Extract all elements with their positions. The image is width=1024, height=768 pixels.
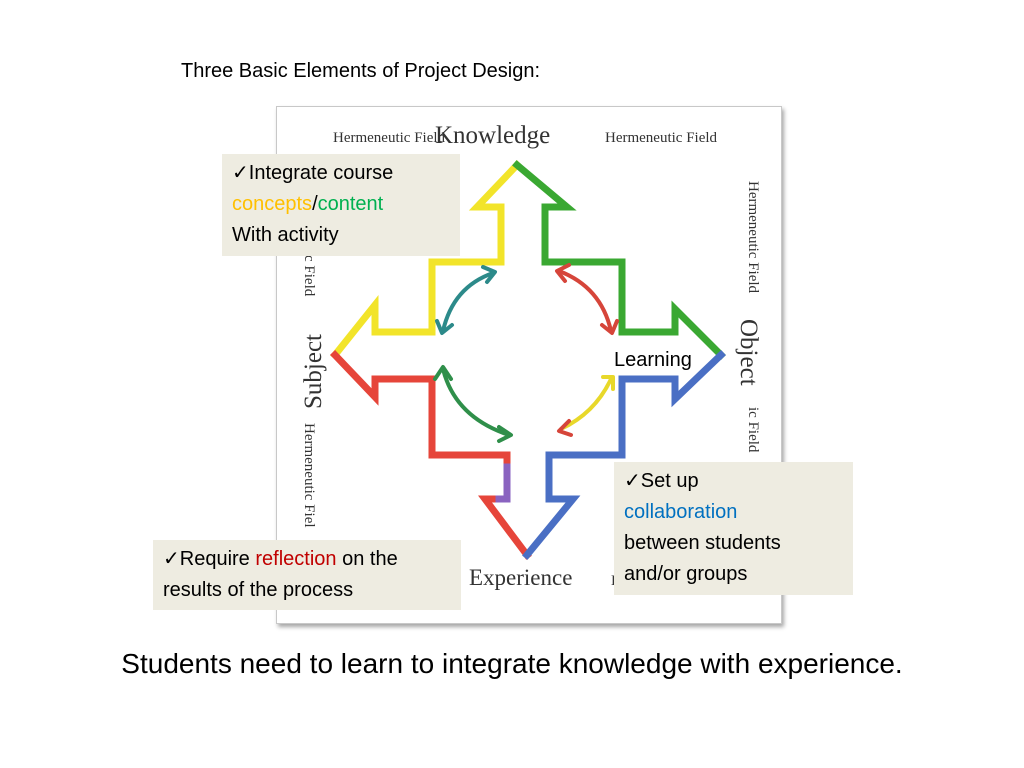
arrow-segment-yellow (330, 160, 522, 360)
arrowhead-green-1 (433, 365, 453, 381)
cross-arrow-diagram: Hermeneutic Field Knowledge Hermeneutic … (300, 122, 762, 590)
arrow-segment-green (512, 160, 726, 360)
field-label-left-lower: Hermeneutic Fiel (301, 423, 317, 528)
arrowhead-teal-1 (481, 265, 497, 284)
object-label: Object (735, 319, 762, 386)
field-label-left-upper: c Field (301, 255, 317, 297)
field-label-right-upper: Hermeneutic Field (745, 181, 761, 294)
collaboration-word: collaboration (624, 501, 738, 523)
subject-label: Subject (300, 334, 327, 409)
arrow-segment-blue (522, 350, 726, 560)
callout-integrate-line1: ✓Integrate course (232, 158, 450, 189)
check-icon: ✓ (232, 162, 249, 184)
check-icon: ✓ (163, 548, 180, 570)
callout-reflect-pre: Require (179, 548, 256, 570)
experience-label: Experience (469, 565, 572, 590)
arrow-segment-purple (495, 463, 511, 503)
bottom-caption: Students need to learn to integrate know… (121, 648, 903, 679)
callout-collab-line3: between students (624, 532, 781, 554)
curve-arrow-red (557, 269, 613, 333)
callout-reflect-line2: results of the process (163, 579, 354, 601)
callout-reflection: ✓Require reflection on the results of th… (153, 540, 461, 610)
learning-label: Learning (614, 349, 692, 371)
slash: / (312, 193, 318, 215)
arrowhead-red-1 (555, 263, 571, 283)
arrow-segment-red (330, 350, 532, 560)
field-label-right-lower: ic Field (745, 407, 761, 453)
callout-reflect-line1: ✓Require reflection on the (163, 544, 451, 575)
knowledge-label: Knowledge (435, 122, 550, 149)
curve-arrow-yellow (559, 377, 613, 431)
callout-integrate-line2: concepts/content (232, 189, 450, 220)
diagram-frame: Hermeneutic Field Knowledge Hermeneutic … (276, 106, 782, 624)
callout-integrate-line3: With activity (232, 224, 339, 246)
arrowhead-green-2 (497, 425, 513, 443)
reflection-word: reflection (255, 548, 337, 570)
arrowhead-yellow-2 (557, 419, 573, 437)
callout-collaboration: ✓Set up collaboration between students a… (614, 462, 853, 595)
curve-arrow-green (441, 367, 511, 437)
callout-reflect-post: on the (336, 548, 398, 570)
callout-collab-line1: ✓Set up (624, 466, 843, 497)
arrowhead-red-2 (600, 319, 619, 335)
curve-arrow-teal (441, 271, 495, 333)
callout-integrate-concepts: ✓Integrate course concepts/content With … (222, 154, 460, 256)
field-label-top-right: Hermeneutic Field (605, 130, 718, 146)
callout-integrate-text: Integrate course (248, 162, 394, 184)
arrowhead-teal-2 (435, 319, 454, 335)
field-label-top-left: Hermeneutic Field (333, 130, 446, 146)
content-word: content (317, 193, 384, 215)
callout-collab-line4: and/or groups (624, 563, 748, 585)
slide-title: Three Basic Elements of Project Design: (181, 60, 541, 82)
concepts-word: concepts (232, 193, 313, 215)
arrowhead-yellow-1 (601, 375, 615, 391)
callout-collab-text: Set up (640, 470, 699, 492)
check-icon: ✓ (624, 470, 641, 492)
